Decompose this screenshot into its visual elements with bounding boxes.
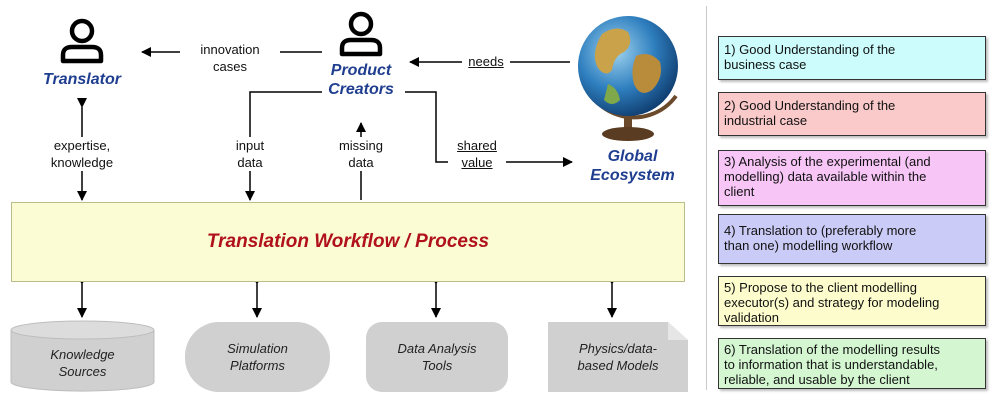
step-line3: validation (724, 310, 779, 325)
input-data-label: input data (220, 137, 280, 171)
product-creators-label: Product Creators (306, 61, 416, 99)
expertise-line1: expertise, (53, 138, 111, 153)
global-line2: Ecosystem (590, 167, 675, 184)
step-line3: reliable, and usable by the client (724, 372, 910, 387)
document-shape (548, 322, 688, 392)
translator-label: Translator (43, 71, 121, 88)
product-creators-line2: Creators (328, 81, 394, 98)
global-ecosystem-label: Global Ecosystem (570, 147, 695, 185)
knowledge-sources-text: Knowledge Sources (50, 346, 114, 380)
step-line2: to information that is understandable, (724, 357, 938, 372)
database-cylinder-shape (10, 320, 155, 392)
step-line1: 1) Good Understanding of the (724, 42, 896, 57)
needs-label: needs (462, 53, 510, 70)
step-line2: modelling) data available within the (724, 169, 927, 184)
input-data-line2: data (237, 155, 263, 170)
resource-line2: Sources (58, 364, 107, 379)
shared-value-line2: value (461, 155, 493, 170)
step-line1: 3) Analysis of the experimental (and (724, 154, 931, 169)
expertise-knowledge-label: expertise, knowledge (30, 137, 134, 171)
step-3: 3) Analysis of the experimental (and mod… (718, 150, 986, 206)
step-5: 5) Propose to the client modelling execu… (718, 276, 986, 326)
step-line2: executor(s) and strategy for modeling (724, 295, 940, 310)
step-line1: 2) Good Understanding of the (724, 98, 896, 113)
workflow-box: Translation Workflow / Process (11, 202, 685, 282)
resource-line2: Tools (421, 358, 453, 373)
physics-data-based-models: Physics/data- based Models (548, 322, 688, 392)
knowledge-sources-database: Knowledge Sources (10, 320, 155, 392)
global-line1: Global (607, 148, 658, 165)
translator-person-icon (60, 18, 104, 64)
step-line1: 4) Translation to (preferably more (724, 223, 917, 238)
step-line2: than one) modelling workflow (724, 238, 893, 253)
expertise-line2: knowledge (50, 155, 114, 170)
step-4: 4) Translation to (preferably more than … (718, 214, 986, 264)
resource-line2: based Models (577, 358, 659, 373)
physics-models-text: Physics/data- based Models (578, 340, 659, 374)
resource-line2: Platforms (230, 358, 285, 373)
data-analysis-tools-text: Data Analysis Tools (398, 340, 477, 374)
shared-value-line1: shared (457, 138, 497, 153)
workflow-label: Translation Workflow / Process (206, 231, 490, 252)
step-line2: business case (724, 57, 807, 72)
missing-data-line1: missing (338, 138, 384, 153)
simulation-platforms-text: Simulation Platforms (227, 340, 288, 374)
innovation-cases-label: innovation cases (180, 41, 280, 75)
step-line2: industrial case (724, 113, 808, 128)
panel-divider (706, 6, 707, 390)
innovation-cases-line2: cases (213, 59, 247, 74)
resource-line1: Physics/data- (578, 341, 658, 356)
step-2: 2) Good Understanding of the industrial … (718, 92, 986, 136)
simulation-platforms: Simulation Platforms (185, 322, 330, 392)
data-analysis-tools: Data Analysis Tools (366, 322, 508, 392)
input-data-line1: input (235, 138, 265, 153)
innovation-cases-line1: innovation (200, 42, 260, 57)
missing-data-label: missing data (327, 137, 395, 171)
product-creators-person-icon (339, 11, 383, 57)
step-1: 1) Good Understanding of the business ca… (718, 36, 986, 80)
resource-line1: Data Analysis (397, 341, 477, 356)
step-line1: 5) Propose to the client modelling (724, 280, 917, 295)
translation-diagram: Translator Product Creators Global Ecosy… (10, 11, 695, 392)
resource-line1: Simulation (227, 341, 288, 356)
step-6: 6) Translation of the modelling results … (718, 338, 986, 389)
step-line1: 6) Translation of the modelling results (724, 342, 941, 357)
resource-line1: Knowledge (50, 347, 115, 362)
missing-data-line2: data (348, 155, 374, 170)
step-line3: client (724, 184, 755, 199)
globe-icon (578, 16, 678, 141)
shared-value-label: shared value (448, 137, 506, 171)
product-creators-line1: Product (330, 62, 392, 79)
